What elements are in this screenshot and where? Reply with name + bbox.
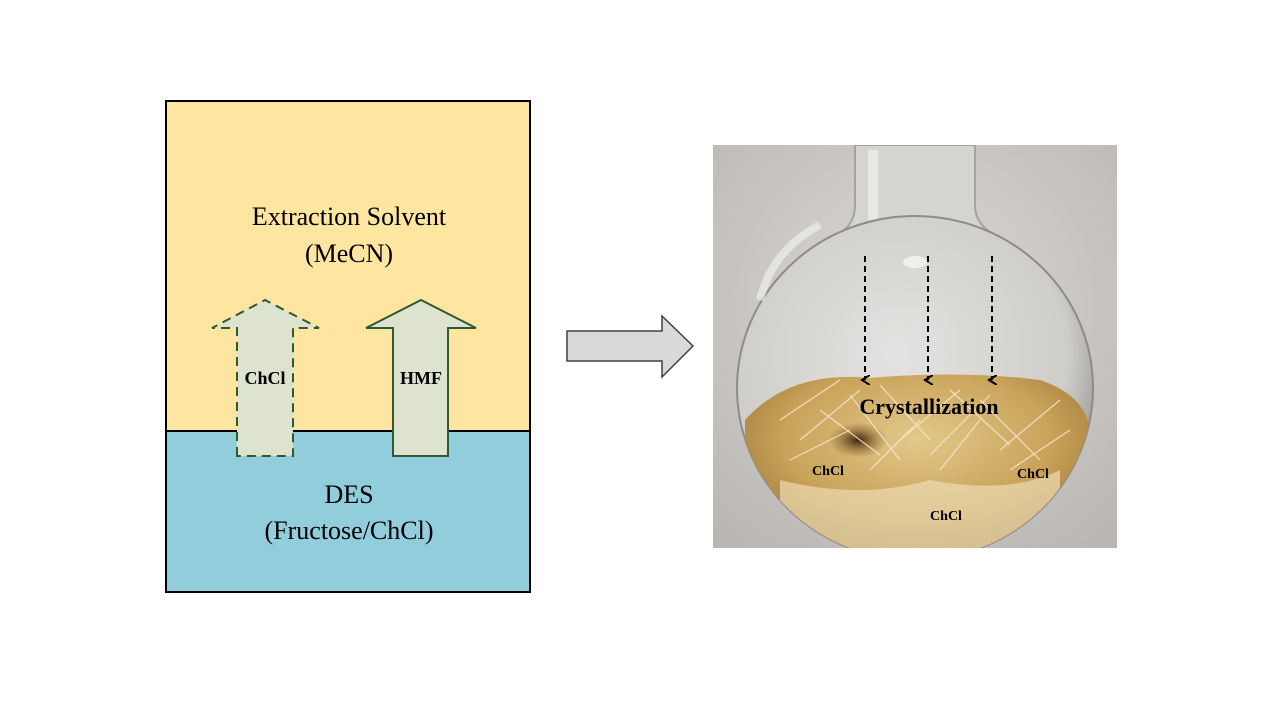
- solvent-title: Extraction Solvent: [252, 202, 447, 231]
- chcl-transfer-arrow: ChCl: [211, 298, 320, 457]
- des-subtitle: (Fructose/ChCl): [265, 516, 434, 545]
- des-title: DES: [324, 480, 373, 509]
- chcl-photo-label-left: ChCl: [812, 464, 844, 479]
- process-arrow: [566, 314, 695, 379]
- crystallization-label: Crystallization: [859, 394, 998, 419]
- chcl-arrow-label: ChCl: [244, 368, 285, 388]
- chcl-arrow-shape: [211, 298, 320, 457]
- solvent-layer: [166, 101, 530, 431]
- hmf-transfer-arrow: HMF: [365, 298, 477, 457]
- chcl-photo-label-bottom: ChCl: [930, 509, 962, 524]
- chcl-photo-label-right: ChCl: [1017, 467, 1049, 482]
- solvent-subtitle: (MeCN): [305, 239, 393, 268]
- des-layer: [166, 431, 530, 592]
- crystal-mass: [745, 374, 1090, 548]
- two-phase-system: Extraction Solvent (MeCN) DES (Fructose/…: [165, 100, 531, 593]
- hmf-arrow-shape: [365, 298, 477, 457]
- flask-photo: Crystallization ChCl ChCl ChCl: [713, 145, 1117, 548]
- hmf-arrow-label: HMF: [400, 368, 442, 388]
- panel-border: [165, 100, 531, 593]
